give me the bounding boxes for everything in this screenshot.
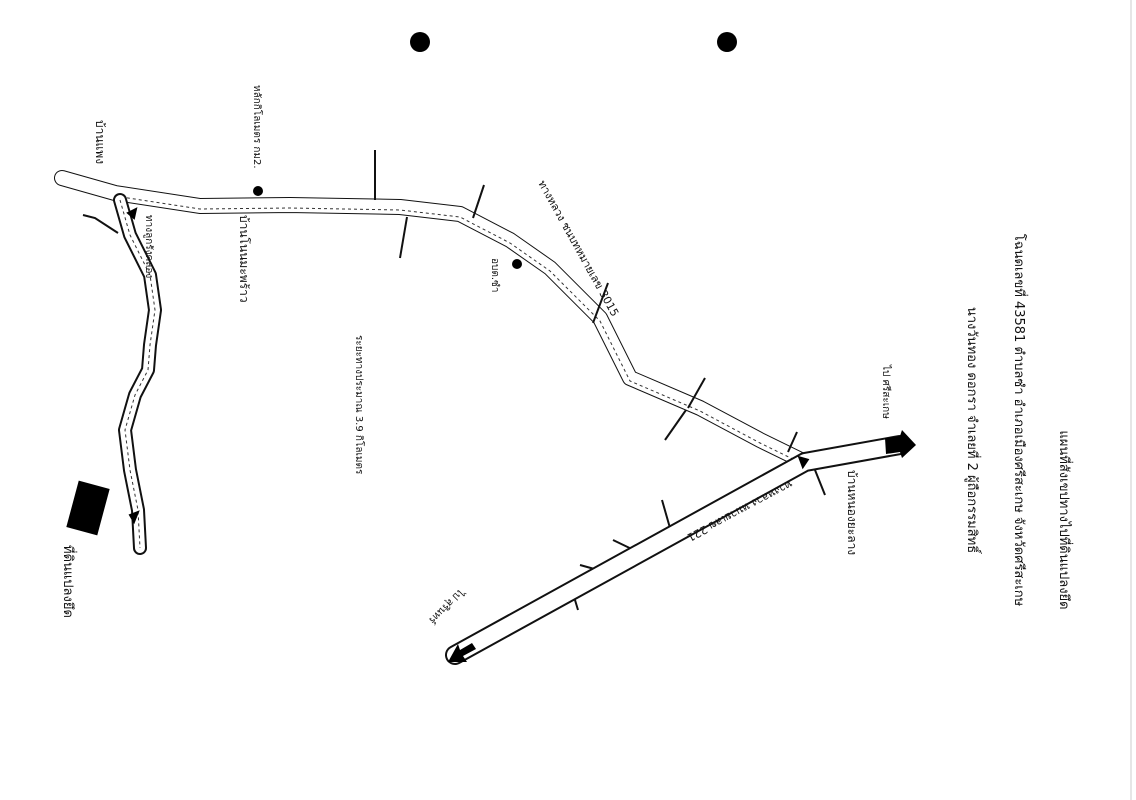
arrow-junction-icon [797, 455, 810, 470]
side-road-1 [82, 214, 119, 234]
highway-221 [445, 435, 910, 665]
label-ban-phang: บ้านแพง [93, 120, 107, 164]
side-road-8 [787, 431, 798, 453]
label-to-sisaket: ไป ศรีสะเกษ [880, 364, 892, 419]
side-road-10 [661, 499, 671, 529]
parcel-marker-icon [66, 480, 110, 536]
side-road-6 [687, 377, 706, 409]
punch-hole-left [410, 32, 430, 52]
map-title: แผนที่สังเขปทางไปที่ดินแปลงยึด [1056, 430, 1073, 609]
km-marker-point-icon [253, 186, 263, 196]
dirt-road [113, 193, 162, 555]
label-dirt-road: ทางลูกรังคลอง [143, 215, 154, 278]
tambon-office-point-icon [512, 259, 522, 269]
map-subtitle-parcel: โฉนดเลขที่ 43581 ตำบลซำ อำเภอเมืองศรีสะเ… [1011, 234, 1028, 607]
arrow-dirt-road-end-icon [128, 510, 140, 525]
label-to-surin: ไป สุรินทร์ [426, 585, 467, 626]
arrow-dirt-road-start-icon [126, 207, 138, 220]
label-ban-non-maphrao: บ้านโนนมะพร้าว [237, 215, 251, 303]
arrow-to-sisaket-icon [885, 430, 916, 458]
side-road-7 [664, 409, 687, 441]
label-parcel: ที่ดินแปลงยึด [60, 545, 77, 618]
side-road-4 [472, 184, 485, 219]
arrow-to-surin-icon [448, 643, 476, 662]
label-tambon-office: อบต.ซำ [489, 258, 500, 292]
label-ban-nong-ya-lang: บ้านหนองยะลาง [845, 470, 859, 555]
label-km-marker: หลักกิโลเมตร กม2. [251, 85, 264, 169]
map-subtitle-owner: นางวันทอง ดอกรา จำเลยที่ 2 ผู้ถือกรรมสิท… [964, 307, 982, 555]
label-distance-note: ระยะทางประมาณ 3.9 กิโลเมตร [353, 335, 366, 475]
side-road-3 [399, 216, 408, 259]
punch-hole-right [717, 32, 737, 52]
side-road-9 [814, 469, 826, 496]
road-3015 [54, 170, 813, 470]
side-road-5 [592, 282, 609, 324]
